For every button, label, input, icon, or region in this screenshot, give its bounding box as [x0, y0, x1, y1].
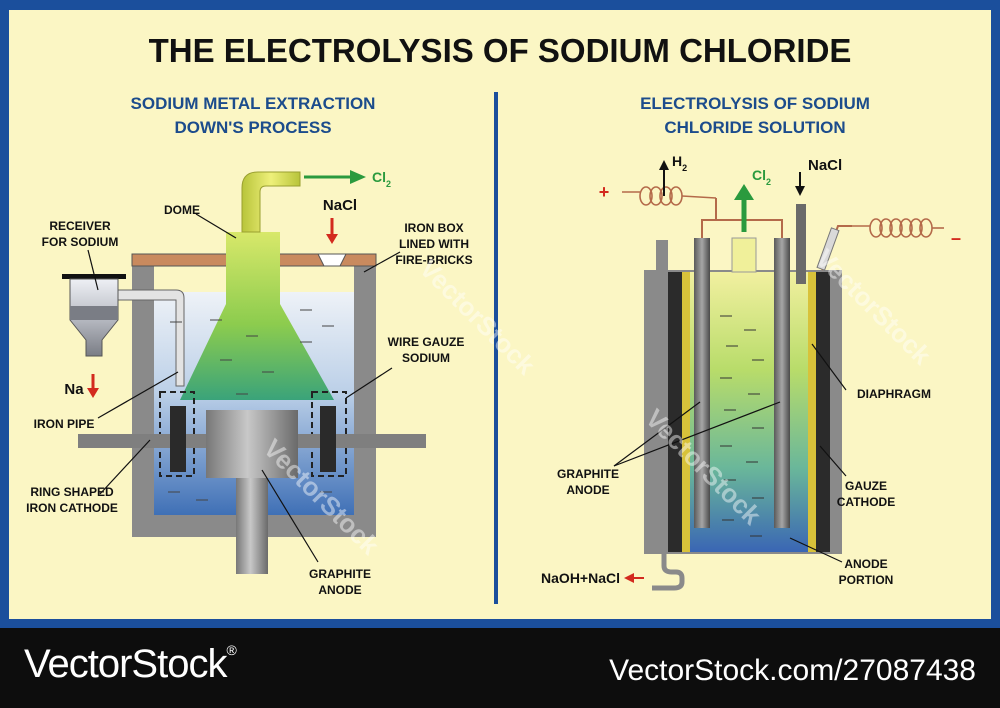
- downs-cell: DOME Cl2 NaCl RECEIVER FOR SODIUM IRON B…: [26, 169, 473, 597]
- receiver-sodium-level: [70, 306, 118, 320]
- brine-cell: H2 Cl2 NaCl + – DIAPHRAGM GRAPHITE ANODE…: [541, 153, 961, 591]
- receiver-label-line1: RECEIVER: [49, 219, 111, 233]
- cl2-label-left: Cl2: [372, 169, 391, 189]
- graphite-anode-label-r2: ANODE: [566, 483, 609, 497]
- receiver-lid: [62, 274, 126, 279]
- footer-url: VectorStock.com/27087438: [609, 654, 976, 687]
- footer-logo-text: VectorStock: [24, 642, 227, 686]
- iron-box-label-line1: IRON BOX: [404, 221, 463, 235]
- minus-terminal: –: [951, 228, 961, 248]
- footer-logo: VectorStock®: [24, 642, 237, 687]
- gauze-cathode-label-line1: GAUZE: [845, 479, 887, 493]
- iron-box-label-line2: LINED WITH: [399, 237, 469, 251]
- graphite-anode: [206, 410, 298, 478]
- cathode-block-right: [320, 406, 336, 472]
- naoh-outlet-pipe: [652, 554, 685, 591]
- footer-logo-mark: ®: [226, 642, 236, 658]
- receiver-label-line2: FOR SODIUM: [42, 235, 119, 249]
- cl2-arrowhead-right: [734, 184, 754, 200]
- gauze-cathode-right: [816, 272, 830, 552]
- graphite-anode-label-line2: ANODE: [318, 583, 361, 597]
- nacl-label-right: NaCl: [808, 157, 842, 174]
- nacl-arrowhead-left: [326, 234, 338, 244]
- coil-right: [852, 218, 944, 238]
- dome-label: DOME: [164, 203, 200, 217]
- graphite-anode-label-line1: GRAPHITE: [309, 567, 371, 581]
- left-heading-line2: DOWN'S PROCESS: [174, 118, 331, 137]
- plus-terminal: +: [599, 182, 610, 202]
- main-title: THE ELECTROLYSIS OF SODIUM CHLORIDE: [149, 32, 852, 69]
- coil-left: [622, 186, 717, 206]
- liquid-dashes-right: [720, 315, 764, 537]
- nacl-inlet: [317, 253, 347, 267]
- right-heading-line2: CHLORIDE SOLUTION: [664, 118, 845, 137]
- cathode-block-left: [170, 406, 186, 472]
- na-arrowhead: [87, 388, 99, 398]
- h2-arrowhead: [659, 160, 669, 170]
- nacl-label-left: NaCl: [323, 197, 357, 214]
- ring-cathode-label-line2: IRON CATHODE: [26, 501, 118, 515]
- wire-gauze-label-line1: WIRE GAUZE: [388, 335, 465, 349]
- nacl-arrowhead-right: [795, 186, 805, 196]
- cl2-outlet: [731, 237, 757, 273]
- iron-pipe: [115, 289, 185, 387]
- footer-bar: VectorStock® VectorStock.com/27087438: [0, 628, 1000, 708]
- anode-stem: [236, 478, 268, 574]
- cathode-connector: [816, 227, 840, 271]
- cl2-label-right: Cl2: [752, 167, 771, 187]
- nacl-inlet-pipe: [796, 204, 806, 284]
- gauze-cathode-label-line2: CATHODE: [837, 495, 895, 509]
- cathode-terminal: [656, 240, 668, 270]
- diaphragm-right: [808, 272, 816, 552]
- na-label: Na: [64, 381, 84, 398]
- graphite-rod-left: [694, 238, 710, 528]
- naoh-arrowhead: [624, 573, 634, 583]
- cl2-pipe: [241, 171, 301, 233]
- naoh-nacl-label: NaOH+NaCl: [541, 570, 620, 586]
- cl2-arrowhead-left: [350, 170, 366, 184]
- gauze-cathode-left: [668, 272, 682, 552]
- anode-portion-label-line2: PORTION: [839, 573, 894, 587]
- diaphragm-label: DIAPHRAGM: [857, 387, 931, 401]
- right-heading-line1: ELECTROLYSIS OF SODIUM: [640, 94, 870, 113]
- dome: [180, 232, 334, 400]
- graphite-anode-label-r1: GRAPHITE: [557, 467, 619, 481]
- ring-cathode-label-line1: RING SHAPED: [30, 485, 114, 499]
- graphite-rod-right: [774, 238, 790, 528]
- left-heading-line1: SODIUM METAL EXTRACTION: [131, 94, 376, 113]
- iron-box-label-line3: FIRE-BRICKS: [395, 253, 472, 267]
- liquid-dashes-left: [168, 309, 334, 501]
- left-leader-lines: [87, 213, 401, 563]
- center-divider: [494, 92, 498, 604]
- iron-pipe-label: IRON PIPE: [34, 417, 95, 431]
- wire-gauze-label-line2: SODIUM: [402, 351, 450, 365]
- h2-label: H2: [672, 153, 687, 173]
- anode-portion-label-line1: ANODE: [844, 557, 887, 571]
- right-leader-lines: [613, 343, 847, 563]
- electrolysis-diagram: THE ELECTROLYSIS OF SODIUM CHLORIDE SODI…: [26, 32, 961, 604]
